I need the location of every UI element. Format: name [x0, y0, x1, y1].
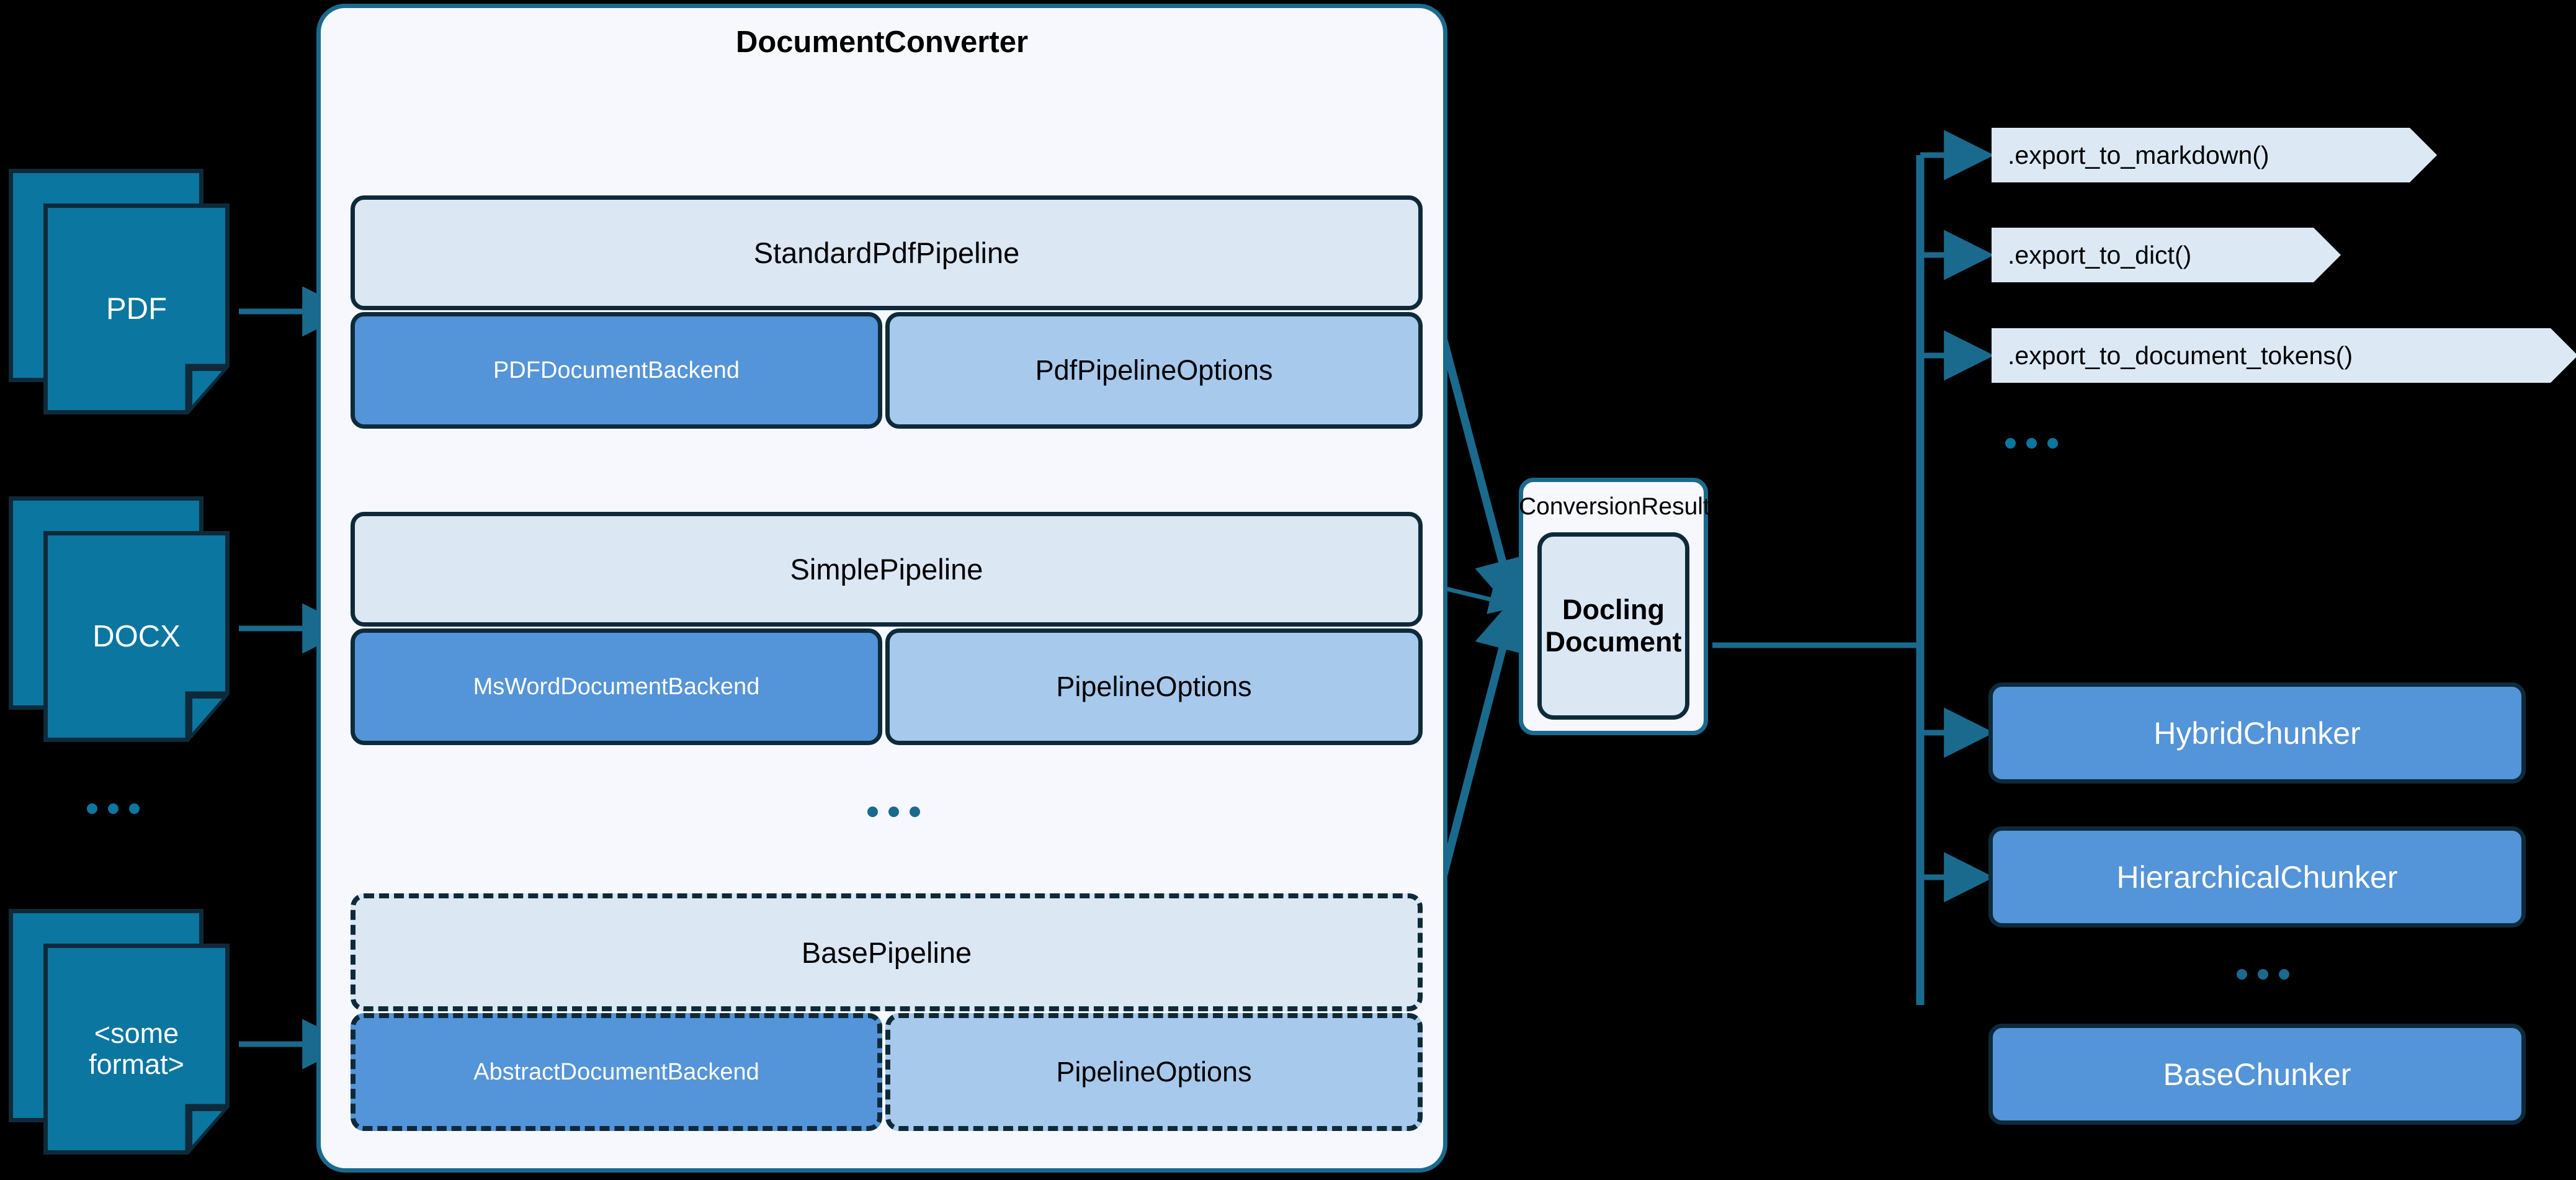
- exports-ellipsis: [2005, 438, 2058, 449]
- pipeline-header-base[interactable]: BasePipeline: [351, 893, 1423, 1011]
- doc-front-page: [43, 531, 230, 742]
- doc-front-page: [43, 203, 230, 414]
- source-icon-pdf[interactable]: PDF: [9, 169, 239, 417]
- source-icon-some-format[interactable]: <some format>: [9, 909, 239, 1157]
- pipeline-options-simple[interactable]: PipelineOptions: [885, 628, 1423, 745]
- pipeline-backend-simple[interactable]: MsWordDocumentBackend: [351, 628, 882, 745]
- pipeline-header-simple[interactable]: SimplePipeline: [351, 512, 1423, 627]
- export-item-dict[interactable]: .export_to_dict(): [1992, 228, 2341, 282]
- chunker-base[interactable]: BaseChunker: [1988, 1024, 2526, 1125]
- chunkers-ellipsis: [2237, 969, 2289, 980]
- source-label-pdf: PDF: [106, 292, 167, 326]
- pipeline-header-standard-pdf[interactable]: StandardPdfPipeline: [351, 195, 1423, 310]
- source-label-docx: DOCX: [92, 619, 181, 653]
- chunker-hybrid[interactable]: HybridChunker: [1988, 682, 2526, 784]
- pipeline-backend-base[interactable]: AbstractDocumentBackend: [351, 1013, 882, 1131]
- sources-ellipsis: [87, 803, 140, 814]
- source-label-some-format: <some format>: [89, 1017, 184, 1080]
- source-icon-docx[interactable]: DOCX: [9, 496, 239, 744]
- pipeline-options-base[interactable]: PipelineOptions: [885, 1013, 1423, 1131]
- pipeline-options-standard-pdf[interactable]: PdfPipelineOptions: [885, 312, 1423, 429]
- export-item-markdown[interactable]: .export_to_markdown(): [1992, 128, 2437, 182]
- conversion-result-label: ConversionResult: [1519, 493, 1710, 520]
- chunker-hierarchical[interactable]: HierarchicalChunker: [1988, 826, 2526, 927]
- pipeline-backend-standard-pdf[interactable]: PDFDocumentBackend: [351, 312, 882, 429]
- document-converter-title: DocumentConverter: [735, 25, 1029, 59]
- doc-front-page: [43, 944, 230, 1155]
- converter-ellipsis: [867, 807, 920, 817]
- docling-document-box[interactable]: Docling Document: [1537, 532, 1689, 720]
- export-item-document-tokens[interactable]: .export_to_document_tokens(): [1992, 328, 2576, 383]
